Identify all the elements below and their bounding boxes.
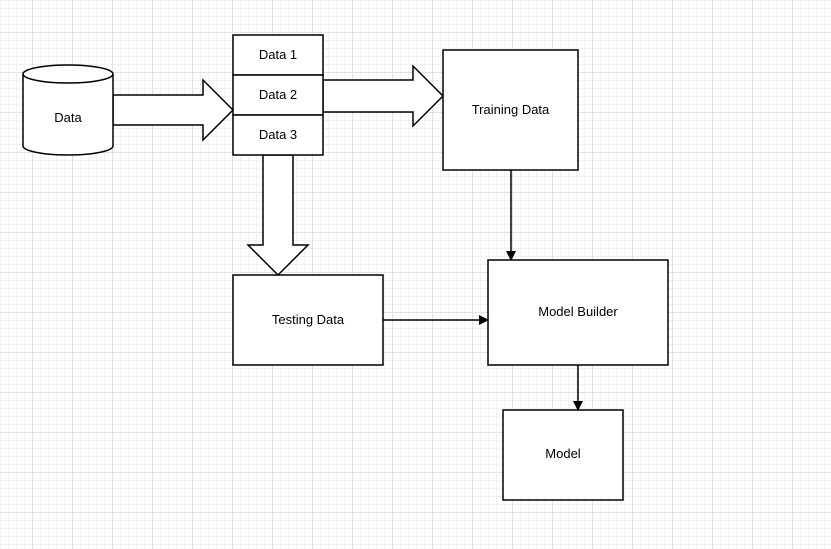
data-cylinder-label: Data [54, 110, 82, 125]
model-node: Model [502, 409, 624, 501]
model-builder-node: Model Builder [487, 259, 669, 366]
data-split-stack: Data 1 Data 2 Data 3 [232, 34, 324, 156]
data-cylinder-node: Data [22, 64, 114, 156]
model-builder-label: Model Builder [538, 304, 618, 319]
model-label: Model [545, 446, 581, 461]
data-split-3-label: Data 3 [259, 127, 297, 142]
training-data-node: Training Data [442, 49, 579, 171]
data-split-1-label: Data 1 [259, 47, 297, 62]
data-split-3-box [232, 114, 324, 156]
block-arrow-splits-to-training [322, 64, 445, 128]
data-split-2-label: Data 2 [259, 87, 297, 102]
testing-data-box [232, 274, 384, 366]
block-arrow-splits-to-testing [246, 154, 310, 277]
training-data-box [442, 49, 579, 171]
testing-data-label: Testing Data [272, 312, 345, 327]
cylinder-top [22, 64, 114, 84]
block-arrow-data-to-splits [112, 78, 235, 142]
model-builder-box [487, 259, 669, 366]
cylinder-body [22, 74, 114, 156]
model-box [502, 409, 624, 501]
training-data-label: Training Data [472, 102, 550, 117]
testing-data-node: Testing Data [232, 274, 384, 366]
data-split-1-box [232, 34, 324, 76]
